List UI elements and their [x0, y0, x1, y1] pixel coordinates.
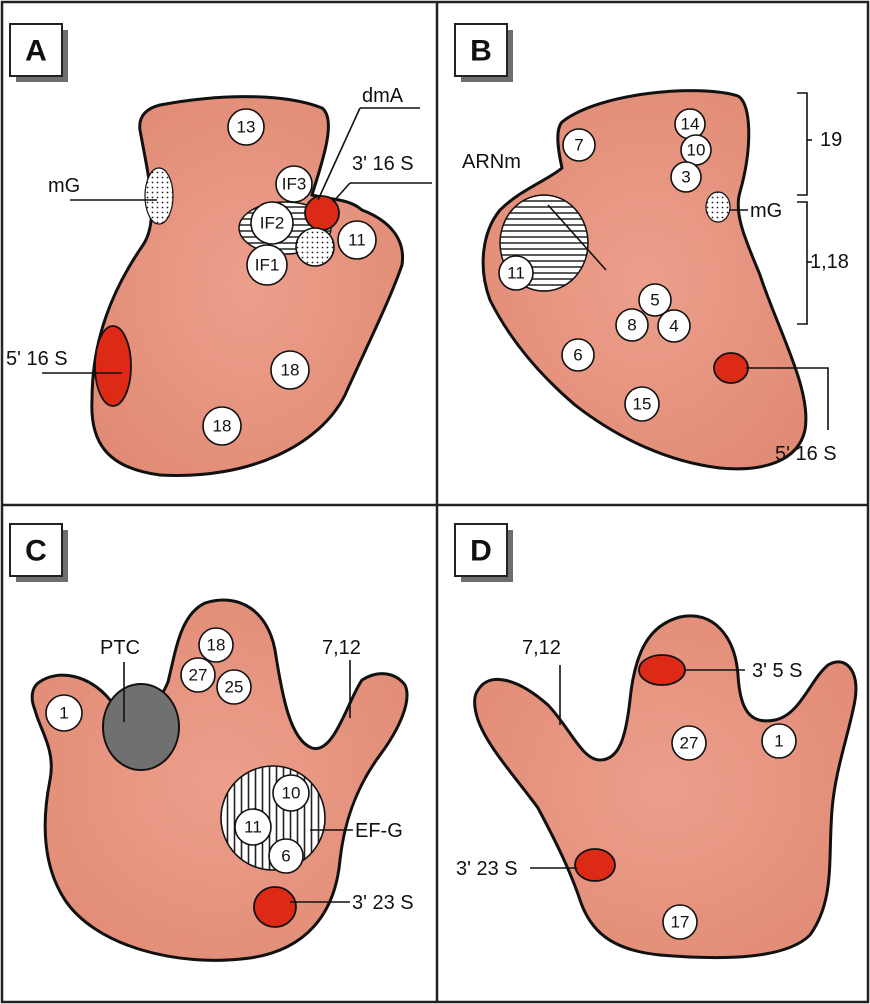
protein-27-c: 27	[181, 658, 215, 692]
bracket-19-label: 19	[820, 129, 842, 151]
five-16s-label-a: 5' 16 S	[6, 348, 68, 370]
svg-text:8: 8	[627, 316, 636, 335]
svg-text:18: 18	[281, 361, 300, 380]
protein-7-b: 7	[563, 129, 595, 161]
protein-10-b: 10	[681, 135, 711, 165]
svg-text:IF1: IF1	[255, 256, 280, 275]
protein-6-b: 6	[562, 339, 594, 371]
panel-b-letter: B	[470, 35, 492, 68]
three-prime-23s-d	[575, 849, 615, 881]
svg-text:27: 27	[189, 666, 208, 685]
svg-text:11: 11	[507, 264, 525, 283]
protein-4-b: 4	[658, 310, 690, 342]
l712-label-d: 7,12	[522, 637, 561, 659]
three-16s-label-a: 3' 16 S	[352, 153, 414, 175]
five-prime-16s-a	[95, 326, 131, 406]
svg-text:25: 25	[225, 678, 244, 697]
l712-label-c: 7,12	[322, 637, 361, 659]
protein-11-c: 11	[235, 809, 271, 845]
panel-b-letter-box: B	[455, 24, 513, 82]
svg-text:14: 14	[681, 115, 700, 134]
if2-a: IF2	[251, 202, 293, 244]
mg-label-a: mG	[48, 175, 80, 197]
svg-text:17: 17	[671, 913, 690, 932]
svg-text:18: 18	[213, 417, 232, 436]
protein-11-a: 11	[338, 221, 376, 259]
mg-label-b: mG	[750, 200, 782, 222]
protein-8-b: 8	[616, 309, 648, 341]
protein-3-b: 3	[671, 162, 701, 192]
protein-18-c: 18	[199, 628, 233, 662]
panel-c-letter: C	[25, 535, 47, 568]
ptc-label: PTC	[100, 637, 140, 659]
panel-d-letter-box: D	[455, 524, 513, 582]
ptc-site	[103, 684, 179, 770]
panel-a-letter-box: A	[10, 24, 68, 82]
dotted-site-a	[296, 228, 334, 266]
svg-text:4: 4	[669, 317, 678, 336]
bracket-1-18-label: 1,18	[810, 251, 849, 273]
protein-6-c: 6	[269, 839, 303, 873]
mg-site-b	[706, 192, 730, 222]
panel-a: A 13 IF3 IF2 IF1 11 18 18 dmA 3' 16 S mG…	[6, 24, 432, 475]
if1-a: IF1	[247, 245, 287, 285]
bracket-1-18	[797, 202, 807, 324]
five-16s-label-b: 5' 16 S	[775, 443, 837, 465]
svg-text:1: 1	[59, 704, 68, 723]
panel-d-letter: D	[470, 535, 492, 568]
dma-label: dmA	[362, 85, 404, 107]
svg-text:5: 5	[650, 291, 659, 310]
svg-text:13: 13	[237, 118, 256, 137]
panel-d: D 27 1 17 7,12 3' 5 S 3' 23 S	[455, 524, 856, 958]
bracket-19	[797, 93, 807, 195]
panel-c-letter-box: C	[10, 524, 68, 582]
protein-25-c: 25	[217, 670, 251, 704]
efg-label: EF-G	[355, 820, 403, 842]
svg-text:7: 7	[574, 136, 583, 155]
three-5s-label-d: 3' 5 S	[752, 660, 803, 682]
svg-text:27: 27	[680, 734, 699, 753]
protein-11-b: 11	[499, 256, 533, 290]
protein-1-c: 1	[46, 695, 82, 731]
svg-text:1: 1	[774, 732, 783, 751]
protein-15-b: 15	[625, 387, 659, 421]
svg-text:18: 18	[207, 636, 226, 655]
svg-text:11: 11	[348, 231, 366, 250]
panel-b: B 7 14 10 3 11 5 8 4 6 15 ARNm mG 5' 16 …	[455, 24, 849, 469]
protein-27-d: 27	[672, 726, 706, 760]
mg-site-a	[145, 168, 173, 224]
arnm-label: ARNm	[462, 151, 521, 173]
five-prime-16s-b	[714, 353, 748, 383]
svg-text:11: 11	[244, 818, 262, 837]
three-23s-label-c: 3' 23 S	[352, 892, 414, 914]
if3-a: IF3	[276, 166, 312, 202]
svg-text:IF2: IF2	[260, 214, 285, 233]
protein-17-d: 17	[663, 905, 697, 939]
protein-13-a: 13	[228, 109, 264, 145]
svg-text:IF3: IF3	[282, 175, 307, 194]
svg-text:6: 6	[573, 346, 582, 365]
protein-1-d: 1	[762, 724, 796, 758]
protein-10-c: 10	[273, 775, 309, 811]
three-23s-label-d: 3' 23 S	[456, 858, 518, 880]
protein-18-a1: 18	[271, 351, 309, 389]
protein-18-a2: 18	[203, 407, 241, 445]
panel-c: C 1 18 27 25 10 11 6 PTC 7,12 EF-G 3' 23…	[10, 524, 414, 960]
svg-text:6: 6	[281, 847, 290, 866]
three-prime-5s-d	[639, 655, 685, 685]
three-prime-23s-c	[254, 887, 296, 927]
svg-text:10: 10	[687, 141, 706, 160]
svg-text:10: 10	[282, 784, 301, 803]
svg-text:15: 15	[633, 395, 652, 414]
panel-a-letter: A	[25, 35, 47, 68]
svg-text:3: 3	[681, 168, 690, 187]
protein-14-b: 14	[675, 109, 705, 139]
